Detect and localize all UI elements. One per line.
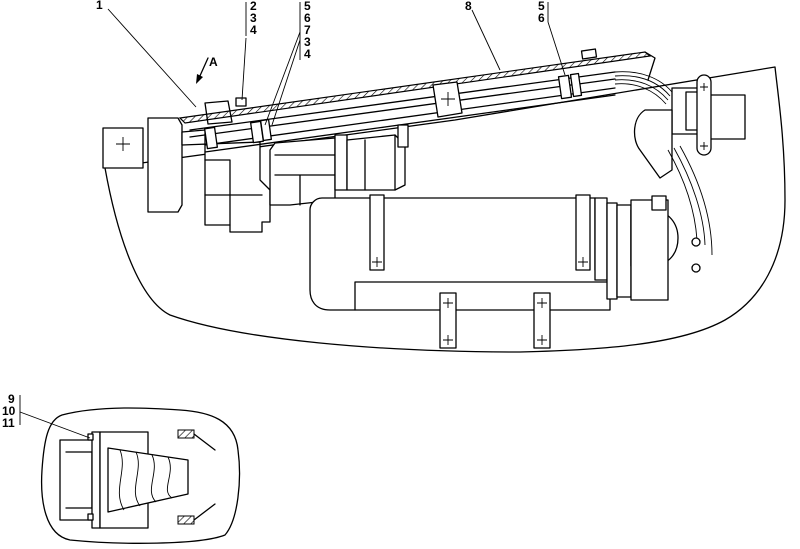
label-6a: 6 (304, 11, 311, 25)
label-3b: 3 (304, 35, 311, 49)
wire-3 (614, 79, 669, 101)
strap-4-cross (537, 298, 547, 345)
tank-end-3 (616, 204, 632, 298)
label-6b: 6 (538, 11, 545, 25)
view-arrow-head (196, 74, 203, 84)
label-4b: 4 (304, 47, 311, 61)
tank-end-2 (606, 202, 618, 300)
wire-2 (614, 75, 671, 97)
connector-crosses (700, 83, 708, 150)
label-5a: 5 (304, 0, 311, 13)
valve-housing (346, 134, 406, 191)
detail-bolt-top (87, 433, 94, 441)
small-nut (235, 97, 247, 107)
leader-2 (241, 37, 247, 101)
strap-4 (533, 292, 551, 349)
pipe-clamp-4 (557, 74, 573, 100)
strap-1 (369, 194, 385, 271)
label-9: 9 (8, 392, 15, 406)
label-10: 10 (2, 404, 16, 418)
view-label-A: A (209, 55, 218, 69)
connector-lug (696, 74, 712, 156)
detail-flange-bottom (177, 515, 195, 525)
detail-break-outline (40, 407, 241, 544)
detail-taper (107, 447, 189, 513)
pipe-lower-1 (204, 87, 616, 146)
detail-flange-lines (193, 433, 216, 521)
main-view: A 1 2 3 4 5 6 7 3 4 8 5 6 (96, 0, 786, 353)
tank-lower-step (354, 281, 611, 311)
detail-leader (19, 411, 91, 439)
pipe-clamp-5 (569, 72, 583, 98)
hood-end (644, 51, 656, 81)
label-4: 4 (250, 23, 257, 37)
pipe-clamp-1 (204, 126, 218, 150)
strap-2-cross (578, 257, 588, 267)
tank-end-frame (630, 199, 669, 301)
strap-3-cross (443, 298, 453, 345)
strap-3 (439, 292, 457, 349)
label-7: 7 (304, 23, 311, 37)
hood-cover (178, 51, 652, 124)
wire-terminal-2 (691, 263, 701, 273)
distributor-lines (274, 154, 336, 206)
pipe-upper-1 (189, 71, 616, 131)
valve-cap (397, 124, 409, 148)
wire-down-2 (673, 147, 706, 246)
label-5b: 5 (538, 0, 545, 13)
center-bracket (432, 81, 463, 118)
detail-bolt-bottom (87, 513, 94, 521)
distributor-plate (334, 134, 348, 191)
label-1: 1 (96, 0, 103, 12)
label-3: 3 (250, 11, 257, 25)
label-8: 8 (465, 0, 472, 13)
hood-clamp (580, 48, 598, 60)
pipe-lower-2 (204, 94, 616, 153)
detail-flange-top (177, 429, 195, 439)
leader-5a (264, 31, 301, 126)
wire-terminal-1 (691, 237, 701, 247)
detail-view: 9 10 11 (2, 392, 241, 544)
valve-housing-lines (364, 134, 396, 191)
pump-flange (147, 117, 183, 213)
leader-5b (271, 39, 301, 126)
leader-1 (107, 8, 197, 108)
label-2: 2 (250, 0, 257, 13)
distributor-block (269, 137, 336, 206)
tank-end-nut-top (651, 195, 667, 211)
connector-plug (709, 94, 746, 140)
wire-down-1 (667, 149, 698, 241)
detail-spring-coils (118, 449, 173, 511)
center-bracket-cross (441, 92, 455, 106)
strap-1-cross (372, 257, 382, 267)
main-break-outline (104, 66, 786, 353)
pipe-clamp-3 (259, 118, 273, 142)
view-arrow-shaft (198, 57, 209, 79)
wire-4 (614, 83, 667, 105)
tank-end-1 (594, 197, 608, 281)
leader-5c (547, 21, 566, 76)
connector-hose (633, 109, 673, 179)
pump-body-detail (204, 159, 231, 226)
strap-2 (575, 194, 591, 271)
label-11: 11 (2, 416, 15, 430)
wire-down-3 (679, 145, 713, 256)
left-bracket-cross (116, 137, 130, 151)
leader-8 (471, 9, 501, 71)
wire-1 (614, 71, 673, 93)
